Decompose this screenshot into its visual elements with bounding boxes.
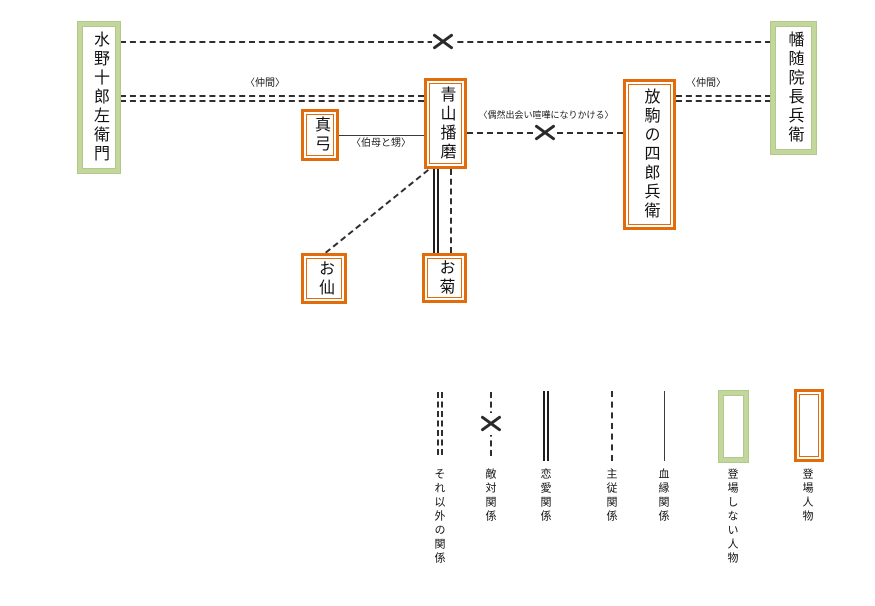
edge-label-ally-left: 〈仲間〉	[245, 78, 285, 89]
legend-label-blood: 血縁関係	[657, 468, 669, 524]
character-name: 青山播磨	[437, 85, 455, 162]
x-mark-icon	[534, 122, 556, 144]
character-box-osen: お仙	[301, 253, 347, 304]
legend-label-hostile: 敵対関係	[484, 468, 496, 524]
character-name: 真弓	[312, 116, 329, 154]
edge-label-quarrel: 〈偶然出会い喧嘩になりかける〉	[478, 110, 614, 120]
character-box-banzuiin-chobei: 幡随院長兵衛	[771, 22, 816, 154]
character-box-hanaregoma-shirobei: 放駒の四郎兵衛	[623, 79, 676, 230]
edge-ally-hanaregoma-banzuiin	[676, 95, 771, 102]
legend-sample-non-appearing-box	[719, 391, 748, 462]
edge-ally-mizuno-aoyama	[120, 95, 424, 102]
legend-sample-master-servant-line	[611, 391, 613, 461]
character-name: お菊	[436, 259, 454, 297]
legend-sample-love-line	[543, 391, 549, 461]
character-name: 放駒の四郎兵衛	[641, 88, 659, 221]
character-box-aoyama-harima: 青山播磨	[424, 78, 467, 169]
legend-sample-other-relation-line	[437, 392, 443, 455]
x-mark-icon	[480, 413, 502, 435]
legend-label-other-relation: それ以外の関係	[433, 468, 445, 566]
character-box-mizuno-juurozaemon: 水野十郎左衛門	[78, 22, 120, 173]
edge-love-aoyama-okiku	[433, 169, 439, 253]
legend-sample-blood-line	[664, 391, 665, 461]
edge-master-servant-aoyama-osen	[325, 169, 429, 254]
legend-label-love: 恋愛関係	[539, 468, 551, 524]
legend-sample-appearing-box	[794, 389, 824, 462]
x-mark-icon	[432, 31, 454, 53]
edge-label-aunt-nephew: 〈伯母と甥〉	[351, 138, 411, 149]
legend-label-appearing: 登場人物	[801, 468, 813, 524]
legend-label-master-servant: 主従関係	[605, 468, 617, 524]
edge-master-servant-aoyama-okiku	[450, 169, 452, 253]
character-box-mayumi: 真弓	[301, 109, 339, 161]
character-box-okiku: お菊	[422, 253, 467, 303]
legend-label-non-appearing: 登場しない人物	[726, 468, 738, 566]
edge-label-ally-right: 〈仲間〉	[686, 78, 726, 89]
character-name: 水野十郎左衛門	[91, 31, 108, 164]
character-name: お仙	[316, 259, 333, 298]
character-name: 幡随院長兵衛	[785, 31, 803, 145]
edge-blood-mayumi-aoyama	[339, 135, 424, 136]
